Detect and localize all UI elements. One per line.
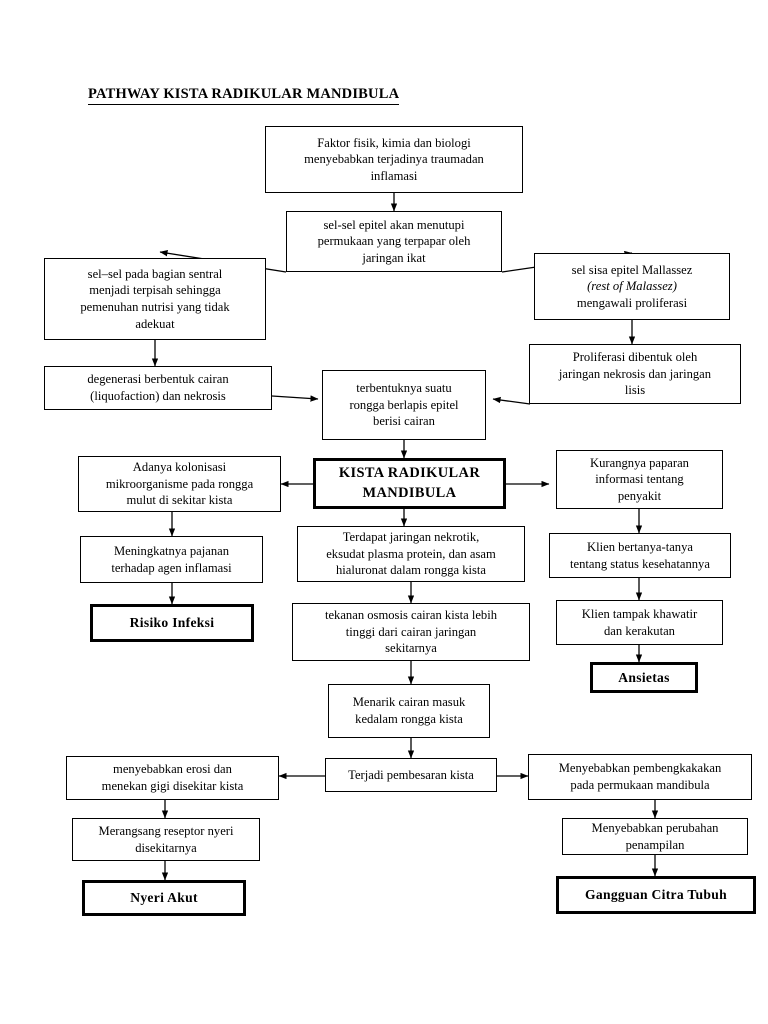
node-tekanan-osmosis: tekanan osmosis cairan kista lebih tingg… — [292, 603, 530, 661]
node-label: sel-sel epitel akan menutupi permukaan y… — [317, 217, 471, 265]
node-label: Menyebabkan pembengkakakan pada permukaa… — [558, 761, 722, 792]
node-label: Terdapat jaringan nekrotik, eksudat plas… — [326, 530, 496, 578]
node-label: Kurangnya paparan informasi tentang peny… — [590, 455, 689, 503]
node-menyebabkan-perubahan-penampilan: Menyebabkan perubahan penampilan — [562, 818, 748, 855]
node-label: Klien tampak khawatir dan kerakutan — [581, 606, 698, 638]
node-proliferasi-dibentuk: Proliferasi dibentuk oleh jaringan nekro… — [529, 344, 741, 404]
node-label: terbentuknya suatu rongga berlapis epite… — [349, 381, 459, 429]
node-label: Ansietas — [618, 669, 670, 685]
node-adanya-kolonisasi: Adanya kolonisasi mikroorganisme pada ro… — [78, 456, 281, 512]
node-label: Adanya kolonisasi mikroorganisme pada ro… — [105, 460, 254, 508]
node-label: Gangguan Citra Tubuh — [584, 887, 727, 903]
node-label: tekanan osmosis cairan kista lebih tingg… — [324, 608, 498, 656]
node-kurangnya-paparan-informasi: Kurangnya paparan informasi tentang peny… — [556, 450, 723, 509]
node-menarik-cairan-masuk: Menarik cairan masuk kedalam rongga kist… — [328, 684, 490, 738]
page-title: PATHWAY KISTA RADIKULAR MANDIBULA — [88, 86, 400, 105]
node-menyebabkan-pembengkakakan: Menyebabkan pembengkakakan pada permukaa… — [528, 754, 752, 800]
node-label: Meningkatnya pajanan terhadap agen infla… — [111, 543, 232, 575]
node-klien-tampak-khawatir: Klien tampak khawatir dan kerakutan — [556, 600, 723, 645]
node-label: Proliferasi dibentuk oleh jaringan nekro… — [558, 350, 712, 398]
node-label: Klien bertanya-tanya tentang status kese… — [570, 539, 710, 571]
node-label: KISTA RADIKULAR MANDIBULA — [338, 465, 481, 501]
node-label: Risiko Infeksi — [129, 615, 215, 631]
node-menyebabkan-erosi: menyebabkan erosi dan menekan gigi disek… — [66, 756, 279, 800]
node-label: sel–sel pada bagian sentral menjadi terp… — [80, 266, 230, 331]
node-terdapat-jaringan-nekrotik: Terdapat jaringan nekrotik, eksudat plas… — [297, 526, 525, 582]
node-gangguan-citra-tubuh: Gangguan Citra Tubuh — [556, 876, 756, 914]
node-nyeri-akut: Nyeri Akut — [82, 880, 246, 916]
node-ansietas: Ansietas — [590, 662, 698, 693]
node-label: Nyeri Akut — [130, 890, 198, 906]
node-label: Merangsang reseptor nyeri disekitarnya — [98, 823, 234, 855]
node-meningkatnya-pajanan: Meningkatnya pajanan terhadap agen infla… — [80, 536, 263, 583]
node-sel-sel-epitel-menutupi: sel-sel epitel akan menutupi permukaan y… — [286, 211, 502, 272]
node-sel-sisa-epitel-mallassez: sel sisa epitel Mallassez (rest of Malas… — [534, 253, 730, 320]
node-sel-sel-sentral-terpisah: sel–sel pada bagian sentral menjadi terp… — [44, 258, 266, 340]
node-label: menyebabkan erosi dan menekan gigi disek… — [101, 762, 244, 793]
node-degenerasi-cairan: degenerasi berbentuk cairan (liquofactio… — [44, 366, 272, 410]
node-label: Menyebabkan perubahan penampilan — [591, 820, 719, 852]
node-label: Menarik cairan masuk kedalam rongga kist… — [352, 695, 466, 726]
node-label: Terjadi pembesaran kista — [348, 767, 474, 782]
node-faktor-fisik: Faktor fisik, kimia dan biologi menyebab… — [265, 126, 523, 193]
node-terjadi-pembesaran-kista: Terjadi pembesaran kista — [325, 758, 497, 792]
node-terbentuknya-rongga: terbentuknya suatu rongga berlapis epite… — [322, 370, 486, 440]
node-label: Faktor fisik, kimia dan biologi menyebab… — [304, 135, 484, 183]
node-label: sel sisa epitel Mallassez (rest of Malas… — [571, 262, 693, 310]
node-merangsang-reseptor-nyeri: Merangsang reseptor nyeri disekitarnya — [72, 818, 260, 861]
node-label: degenerasi berbentuk cairan (liquofactio… — [87, 372, 229, 403]
node-klien-bertanya-tanya: Klien bertanya-tanya tentang status kese… — [549, 533, 731, 578]
node-risiko-infeksi: Risiko Infeksi — [90, 604, 254, 642]
node-kista-radikular-mandibula: KISTA RADIKULAR MANDIBULA — [313, 458, 506, 509]
